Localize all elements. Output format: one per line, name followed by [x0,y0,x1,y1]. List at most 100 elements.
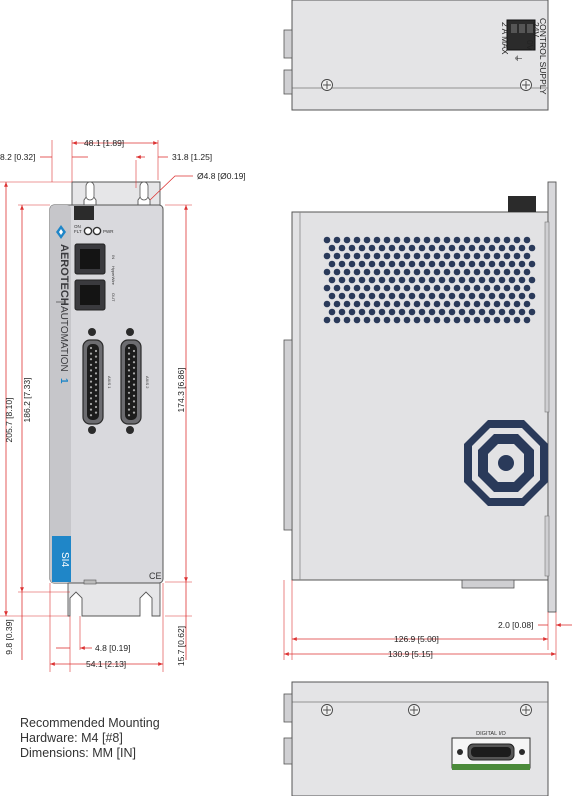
connector-pin [127,369,131,372]
vent-hole [503,284,511,292]
vent-hole [383,268,391,276]
connector-pin [94,394,98,397]
vent-hole [473,252,481,260]
axis1-connector [82,328,104,434]
note-line-1: Recommended Mounting [20,716,160,730]
vent-hole [463,252,471,260]
vent-hole [508,308,516,316]
vent-hole [488,260,496,268]
vent-hole [493,236,501,244]
connector-pin [89,352,93,355]
dim-15-7: 15.7 [0.62] [176,626,186,666]
vent-hole [488,244,496,252]
ground-symbol: ⏚ [513,54,523,63]
vent-hole [398,276,406,284]
vent-hole [373,284,381,292]
vent-hole [513,316,521,324]
front-view: SI4 AEROTECH AUTOMATION 1 ON FLT PWR IN … [49,181,164,617]
vent-hole [333,252,341,260]
connector-pin [89,380,93,383]
vent-hole [403,236,411,244]
product-suffix: 1 [58,378,69,384]
vent-hole [483,316,491,324]
vent-hole [418,260,426,268]
vent-hole [458,260,466,268]
vent-hole [433,300,441,308]
vent-hole [458,244,466,252]
vent-hole [358,244,366,252]
vent-hole [438,308,446,316]
vent-hole [498,260,506,268]
vent-hole [393,284,401,292]
vent-hole [528,260,536,268]
connector-pin [94,372,98,375]
vent-hole [323,300,331,308]
vent-hole [398,308,406,316]
vent-hole [418,244,426,252]
control-supply-connector [506,19,536,51]
vent-hole [413,252,421,260]
status-led-icon [83,226,93,236]
vent-hole [428,260,436,268]
vent-hole [378,260,386,268]
connector-pin [94,389,98,392]
vent-hole [368,292,376,300]
vent-hole [403,252,411,260]
connector-pin [94,361,98,364]
vent-hole [368,244,376,252]
vent-hole [493,284,501,292]
vent-hole [478,292,486,300]
vent-hole [358,308,366,316]
note-line-3: Dimensions: MM [IN] [20,746,136,760]
vent-hole [343,300,351,308]
vent-hole [438,292,446,300]
vent-grille [323,236,536,324]
vent-hole [413,284,421,292]
vent-hole [513,252,521,260]
vent-hole [328,260,336,268]
vent-hole [413,236,421,244]
vent-hole [323,268,331,276]
vent-hole [448,276,456,284]
vent-hole [328,308,336,316]
dim-48-1: 48.1 [1.89] [84,138,124,148]
vent-hole [423,268,431,276]
vent-hole [513,268,521,276]
fan-icon [464,420,548,506]
vent-hole [378,292,386,300]
connector-pin [89,414,93,417]
vent-hole [508,260,516,268]
vent-hole [468,244,476,252]
connector-pin [89,402,93,406]
vent-hole [413,316,421,324]
vent-hole [428,276,436,284]
vent-hole [333,268,341,276]
connector-pin [94,377,98,381]
connector-pin [132,394,136,397]
top-view: CONTROL SUPPLY 24V 0V ⏚ 2 A MAX [283,0,549,111]
connector-pin [94,400,98,403]
vent-hole [488,292,496,300]
vent-hole [338,260,346,268]
connector-pin [94,366,98,369]
connector-pin [89,363,93,366]
vent-hole [408,292,416,300]
vent-hole [458,292,466,300]
vent-hole [453,236,461,244]
vent-hole [498,276,506,284]
connector-pin [127,402,131,406]
vent-hole [468,276,476,284]
vent-hole [413,300,421,308]
vent-hole [323,236,331,244]
vent-hole [408,260,416,268]
vent-hole [363,300,371,308]
vent-hole [388,244,396,252]
vent-hole [523,268,531,276]
connector-pin [132,383,136,386]
product-label: AUTOMATION [58,306,69,372]
vent-hole [483,284,491,292]
port-in-label: IN [111,255,116,259]
vent-hole [323,252,331,260]
vent-hole [518,292,526,300]
